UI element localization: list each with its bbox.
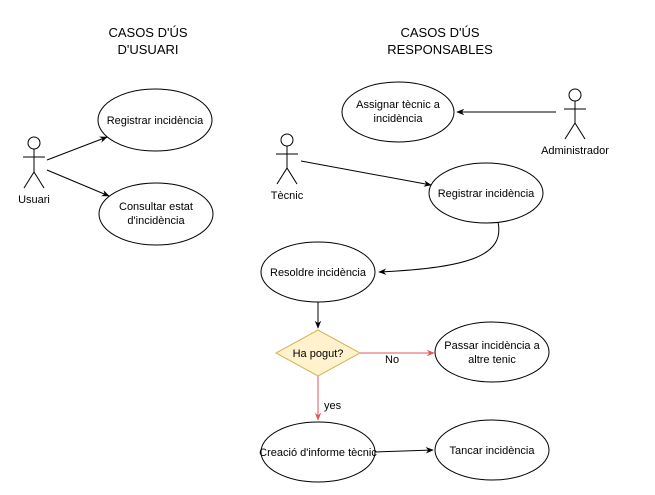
- usecase-assign: [341, 81, 455, 143]
- usecase-close: [434, 419, 550, 481]
- usecase-user-consult: [98, 182, 214, 246]
- user-section-title-line1: CASOS D'ÚS: [108, 25, 187, 40]
- responsible-section-title-line2: RESPONSABLES: [387, 42, 493, 57]
- usecase-close-label: Tancar incidència: [450, 445, 536, 457]
- decision-label: Ha pogut?: [293, 348, 344, 360]
- usecase-assign-label-line1: Assignar tècnic a: [356, 99, 441, 111]
- usecase-user-register: [97, 88, 213, 152]
- usecase-user-consult-label-line2: d'incidència: [127, 215, 185, 227]
- usecase-resolve-label: Resoldre incidència: [270, 267, 367, 279]
- edge-usuari-to-consult: [46, 169, 110, 197]
- actor-administrador-label: Administrador: [541, 145, 609, 157]
- edge-usuari-to-register: [46, 136, 108, 161]
- edge-tecnic-to-register: [300, 160, 432, 187]
- usecase-resp-register-label: Registrar incidència: [438, 188, 535, 200]
- usecase-pass: [434, 321, 550, 383]
- responsible-section-title-line1: CASOS D'ÚS: [400, 25, 479, 40]
- edge-report-to-close: [374, 447, 434, 454]
- usecase-user-consult-label-line1: Consultar estat: [119, 201, 193, 213]
- usecase-resp-register: [428, 162, 544, 224]
- actor-tecnic: [276, 133, 298, 185]
- actor-administrador: [564, 88, 586, 140]
- usecase-assign-label-line2: incidència: [374, 113, 424, 125]
- actor-usuari-label: Usuari: [18, 194, 50, 206]
- usecase-report-label: Creació d'informe tècnic: [259, 447, 377, 459]
- branch-yes-label: yes: [324, 400, 342, 412]
- actor-usuari: [23, 136, 45, 189]
- branch-no-label: No: [385, 354, 399, 366]
- usecase-pass-label-line2: altre tenic: [468, 354, 516, 366]
- usecase-user-register-label: Registrar incidència: [107, 115, 204, 127]
- usecase-pass-label-line1: Passar incidència a: [444, 340, 540, 352]
- edge-register-to-resolve: [378, 221, 500, 275]
- actor-tecnic-label: Tècnic: [271, 190, 304, 202]
- user-section-title-line2: D'USUARI: [118, 42, 179, 57]
